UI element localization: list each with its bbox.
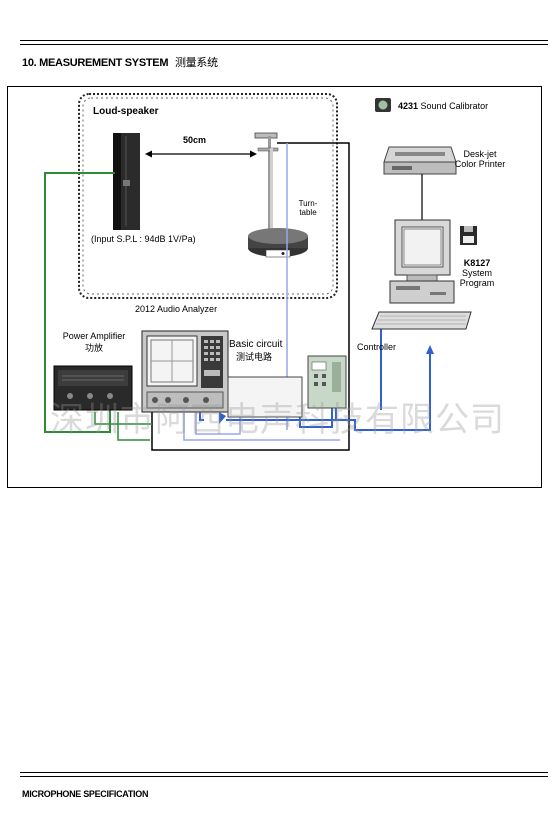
loudspeaker-device	[113, 133, 140, 230]
distance-label: 50cm	[183, 135, 207, 145]
analyzer-label: 2012 Audio Analyzer	[135, 304, 218, 314]
section-title-zh: 测量系统	[174, 57, 218, 69]
loudspeaker-label: Loud-speaker	[93, 106, 159, 117]
anechoic-chamber-outline	[78, 93, 338, 299]
input-spl-label: (Input S.P.L : 94dB 1V/Pa)	[91, 234, 196, 244]
mic-signal-cable	[151, 142, 350, 451]
printer-label-line2: Color Printer	[454, 159, 506, 169]
controller-bus-cable	[226, 350, 431, 431]
controller-label: Controller	[357, 342, 397, 352]
printer-label-line1: Desk-jet	[463, 149, 497, 159]
calibrator-text: Sound Calibrator	[420, 101, 489, 111]
turntable-label: Turn- table	[294, 199, 322, 217]
basic-circuit-label-en: Basic circuit	[229, 339, 283, 350]
printer-device	[383, 146, 457, 175]
program-label: K8127 System Program	[450, 258, 504, 288]
power-amp-label-en: Power Amplifier	[62, 331, 126, 341]
program-label-line1: K8127	[463, 258, 491, 268]
basic-circuit-device	[227, 376, 303, 418]
power-amplifier-device	[53, 365, 133, 411]
audio-analyzer-device	[141, 330, 229, 413]
turntable-label-line2: table	[299, 208, 317, 217]
power-amp-label-zh: 功放	[84, 343, 103, 353]
calibrator-label: 4231 Sound Calibrator	[398, 101, 488, 111]
section-title-en: 10. MEASUREMENT SYSTEM	[22, 57, 169, 69]
printer-label: Desk-jet Color Printer	[448, 149, 512, 169]
header-rule	[20, 40, 548, 45]
power-amp-label: Power Amplifier 功放	[54, 331, 134, 354]
diagram-frame	[7, 86, 542, 488]
footer-text: MICROPHONE SPECIFICATION	[22, 789, 149, 799]
turntable-device	[248, 132, 308, 258]
basic-circuit-label: Basic circuit 测试电路	[229, 339, 282, 363]
controller-device	[307, 355, 347, 409]
program-label-line2: System	[461, 268, 492, 278]
computer-device	[371, 219, 472, 330]
turntable-label-line1: Turn-	[298, 199, 318, 208]
watermark: 深圳市阿西电声科技有限公司	[50, 400, 505, 440]
sound-calibrator-icon	[375, 98, 391, 112]
section-title: 10. MEASUREMENT SYSTEM 测量系统	[22, 54, 218, 70]
footer-rule	[20, 772, 548, 777]
anechoic-chamber-inner-outline	[82, 97, 334, 295]
program-label-line3: Program	[459, 278, 495, 288]
calibrator-number: 4231	[398, 101, 419, 111]
floppy-disk-icon	[460, 226, 477, 245]
basic-circuit-label-zh: 测试电路	[236, 352, 273, 362]
